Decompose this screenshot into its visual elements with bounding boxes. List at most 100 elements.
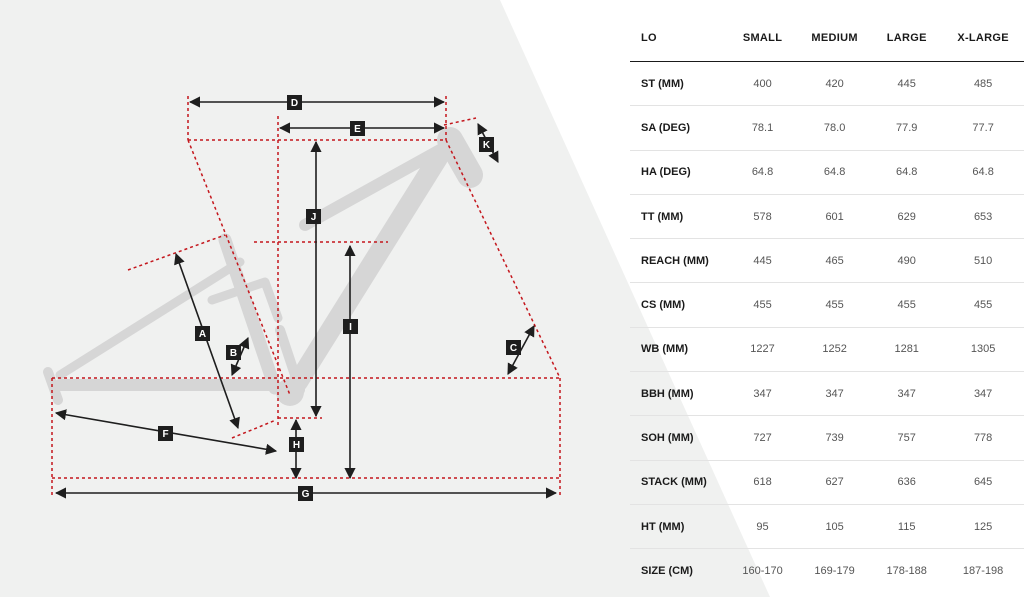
size-header-small: SMALL: [729, 15, 797, 62]
table-cell: 485: [940, 61, 1024, 107]
row-label: TT (MM): [630, 194, 729, 240]
table-cell: 465: [796, 238, 874, 284]
row-label: BBH (MM): [630, 371, 729, 417]
table-cell: 601: [796, 194, 874, 240]
label-b: B: [226, 345, 241, 360]
table-cell: 645: [940, 460, 1024, 505]
table-cell: 77.7: [940, 105, 1024, 151]
table-cell: 169-179: [814, 564, 855, 577]
table-cell: 160-170: [742, 564, 783, 577]
table-cell: 347: [729, 371, 797, 417]
table-cell: 178-188: [886, 564, 927, 577]
table-cell: 187-198: [962, 564, 1004, 577]
table-cell: 653: [940, 194, 1024, 240]
label-g: G: [298, 486, 313, 501]
table-cell: 510: [940, 238, 1024, 284]
svg-text:E: E: [354, 124, 361, 135]
svg-text:I: I: [349, 322, 352, 333]
row-label: HT (MM): [630, 504, 729, 550]
table-cell: 455: [729, 282, 797, 328]
table-cell: 455: [940, 282, 1024, 328]
table-cell: 64.8: [796, 150, 874, 195]
label-f: F: [158, 426, 173, 441]
table-cell: 347: [873, 371, 941, 417]
table-row: SIZE (CM) 160-170 169-179 178-188 187-198: [630, 549, 1024, 593]
label-c: C: [506, 340, 521, 355]
size-header-xlarge: X-LARGE: [940, 15, 1024, 62]
table-corner-label: LO: [630, 15, 729, 62]
table-cell: 757: [873, 415, 941, 461]
table-cell: 490: [873, 238, 941, 284]
table-cell: 727: [729, 415, 797, 461]
table-cell: 105: [796, 504, 874, 550]
size-header-large: LARGE: [873, 15, 941, 62]
row-label: ST (MM): [630, 61, 729, 107]
label-e: E: [350, 121, 365, 136]
svg-text:B: B: [230, 348, 237, 359]
table-cell: 64.8: [873, 150, 941, 195]
label-a: A: [195, 326, 210, 341]
geometry-table: LO SMALL MEDIUM LARGE X-LARGE ST (MM)400…: [630, 15, 1024, 593]
table-cell: 445: [873, 61, 941, 107]
table-cell: 115: [873, 504, 941, 550]
table-cell: 347: [796, 371, 874, 417]
table-cell: 77.9: [873, 105, 941, 151]
svg-text:A: A: [199, 329, 206, 340]
table-cell: 455: [796, 282, 874, 328]
row-label: SOH (MM): [630, 415, 729, 461]
svg-text:H: H: [293, 440, 300, 451]
label-k: K: [479, 137, 494, 152]
svg-text:D: D: [291, 98, 298, 109]
table-cell: 636: [873, 460, 941, 505]
table-cell: 347: [940, 371, 1024, 417]
row-label: HA (DEG): [630, 150, 729, 195]
table-cell: 629: [873, 194, 941, 240]
row-label: STACK (MM): [630, 460, 729, 505]
table-header-row: LO SMALL MEDIUM LARGE X-LARGE: [630, 15, 1024, 62]
label-j: J: [306, 209, 321, 224]
table-cell: 778: [940, 415, 1024, 461]
table-cell: 1305: [940, 327, 1024, 373]
size-header-medium: MEDIUM: [796, 15, 874, 62]
row-label: WB (MM): [630, 327, 729, 373]
table-cell: 64.8: [940, 150, 1024, 195]
svg-text:F: F: [162, 429, 168, 440]
row-label: CS (MM): [630, 282, 729, 328]
row-label: SIZE (CM): [641, 564, 693, 577]
label-h: H: [289, 437, 304, 452]
row-label: SA (DEG): [630, 105, 729, 151]
table-cell: 739: [796, 415, 874, 461]
table-cell: 455: [873, 282, 941, 328]
table-cell: 78.0: [796, 105, 874, 151]
table-cell: 420: [796, 61, 874, 107]
label-d: D: [287, 95, 302, 110]
row-label: REACH (MM): [630, 238, 729, 284]
table-cell: 618: [729, 460, 797, 505]
svg-text:K: K: [483, 140, 491, 151]
table-cell: 1252: [796, 327, 874, 373]
svg-text:G: G: [302, 489, 310, 500]
table-cell: 64.8: [729, 150, 797, 195]
table-cell: 1227: [729, 327, 797, 373]
table-cell: 445: [729, 238, 797, 284]
svg-text:C: C: [510, 343, 517, 354]
svg-text:J: J: [311, 212, 317, 223]
table-cell: 78.1: [729, 105, 797, 151]
table-cell: 578: [729, 194, 797, 240]
table-cell: 95: [729, 504, 797, 550]
label-i: I: [343, 319, 358, 334]
table-cell: 400: [729, 61, 797, 107]
table-cell: 627: [796, 460, 874, 505]
